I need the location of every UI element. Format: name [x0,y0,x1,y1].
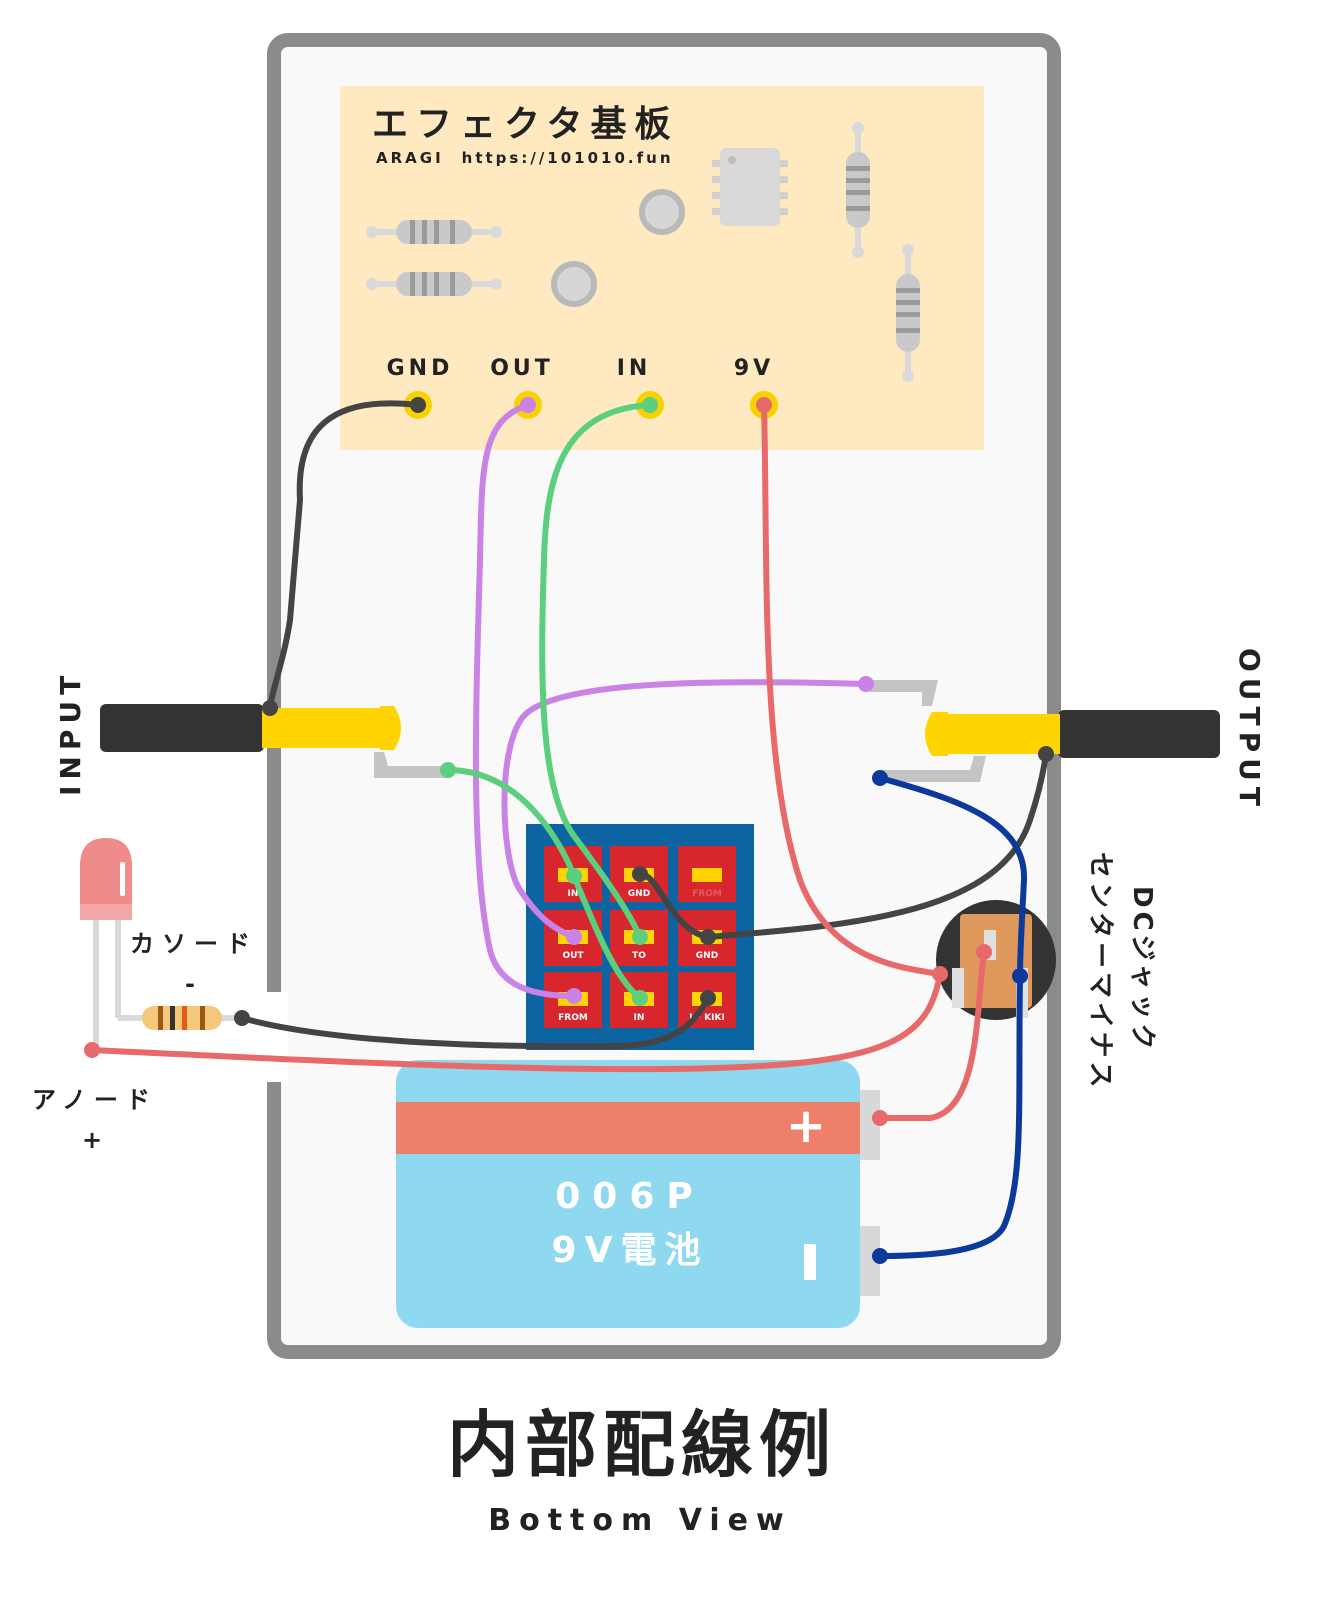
led-cathode-label: カソード [130,930,258,958]
wire-led-anode [89,971,943,1073]
led-resistor [142,1006,242,1030]
switch-pad-led: LF KIKI [689,1013,725,1023]
pcb-pad-label-9v: 9V [734,356,774,381]
wire-output-to-dc [877,775,1028,979]
pcb-pad-label-out: OUT [490,356,554,381]
wire-dc-to-battery-plus [877,949,987,1121]
switch-pad-gnd-2: GND [696,951,718,961]
effector-pcb: エフェクタ基板 ARAGI https://101010.fun [340,86,984,450]
pcb-resistor [896,244,920,382]
led [80,838,146,1050]
switch-pad-to: TO [632,951,646,961]
wire-input-to-switch [445,767,577,879]
pcb-ic-chip [712,148,788,226]
switch-pad-from: FROM [692,889,722,899]
wire-gnd-pcb-to-input [267,400,421,711]
battery-line1: 006P [555,1176,705,1217]
pcb-capacitor [639,189,685,235]
wires [84,397,1054,1264]
pcb-resistor [366,272,502,296]
battery-minus-sign [804,1244,816,1280]
led-anode-label: アノード [32,1086,158,1114]
pcb-pad-label-in: IN [617,356,652,381]
enclosure-wall-gap [262,992,288,1082]
input-label: INPUT [54,670,87,796]
dc-jack-label-line2: センターマイナス [1085,852,1115,1091]
wire-dc-to-battery-minus [877,973,1023,1259]
footer-subtitle: Bottom View [488,1503,792,1538]
pcb-resistor [846,122,870,258]
switch-pad-in-2: IN [634,1013,645,1023]
wire-output-to-switch [501,679,869,940]
pcb-resistor [366,220,502,244]
led-anode-sign: + [82,1126,102,1154]
switch-pad-in: IN [568,889,579,899]
battery-line2: 9V電池 [552,1230,709,1271]
pcb-capacitor [551,261,597,307]
switch-pad-gnd: GND [628,889,650,899]
led-cathode-sign: - [185,970,195,998]
pcb-title: エフェクタ基板 [372,104,679,145]
output-label: OUTPUT [1233,648,1266,812]
wire-gnd-output-jack [705,751,1049,940]
pcb-subtitle: ARAGI https://101010.fun [376,149,674,167]
wire-led-cathode [239,995,711,1050]
battery-006p: + 006P 9V電池 [396,1060,880,1328]
wire-9v-pcb-to-dc [761,402,943,977]
pcb-pad-label-gnd: GND [387,356,454,381]
wire-switch-in-row3 [571,873,643,1001]
switch-pad-out: OUT [562,951,584,961]
wire-out-pcb-to-switch [472,402,577,999]
input-jack: INPUT [54,670,448,796]
switch-pad-from-2: FROM [558,1013,588,1023]
battery-plus-sign: + [786,1098,826,1154]
dc-jack-label-line1: DCジャック [1127,886,1157,1053]
output-jack: OUTPUT [870,648,1266,812]
footer-title: 内部配線例 [447,1403,837,1487]
wire-in-pcb-to-switch [539,402,653,940]
